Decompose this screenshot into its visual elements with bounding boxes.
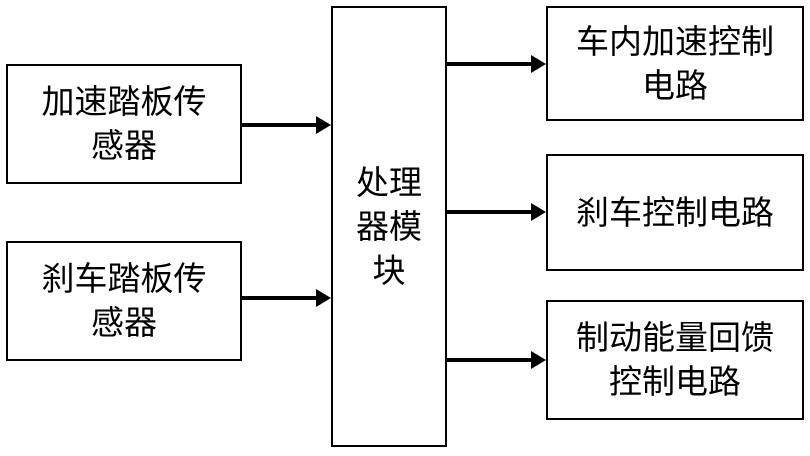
arrowhead-accel-sensor	[316, 116, 331, 134]
arrowhead-brake-sensor	[316, 289, 331, 307]
arrowhead-brake-control	[531, 203, 546, 221]
arrowhead-accel-control	[531, 55, 546, 73]
arrowhead-regen-control	[531, 351, 546, 369]
